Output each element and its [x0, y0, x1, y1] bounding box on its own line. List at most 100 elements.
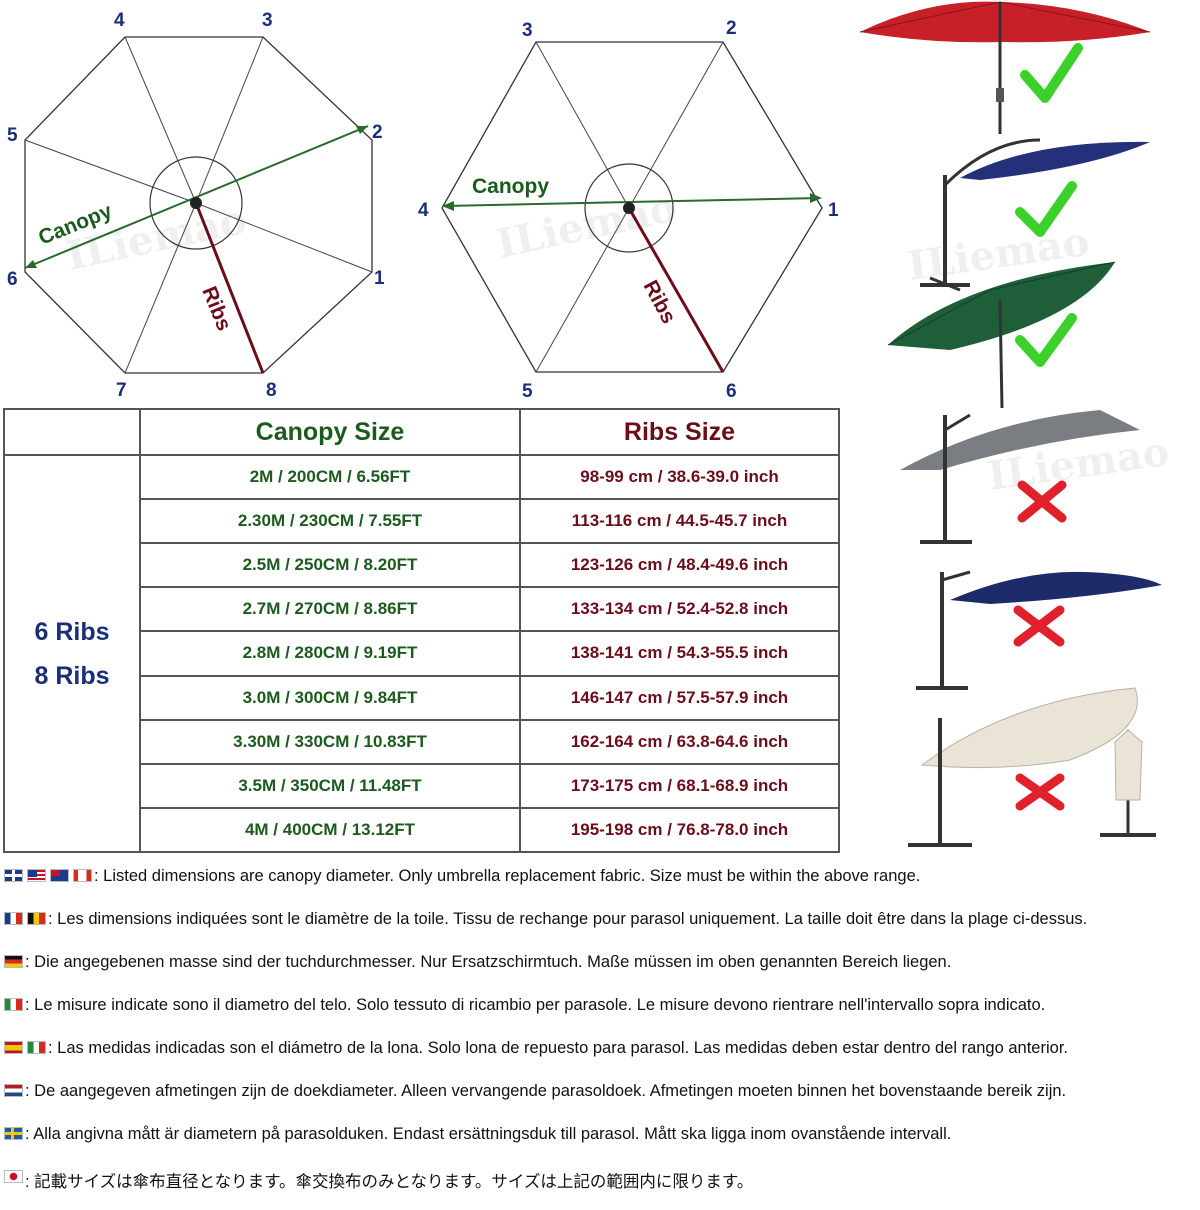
es-flag-icon: [4, 1041, 23, 1054]
flag-group: [4, 998, 23, 1011]
table-row: 3.0M / 300CM / 9.84FT 146-147 cm / 57.5-…: [4, 674, 840, 721]
flag-group: [4, 1041, 46, 1054]
canopy-arrow: [443, 197, 821, 207]
jp-flag-icon: [4, 1170, 23, 1183]
canopy-size-cell: 2M / 200CM / 6.56FT: [139, 453, 521, 501]
blue-cantilever-umbrella-icon: [920, 138, 1150, 292]
octagon-diagram-svg: ILiemao Canopy Ribs 1 2 3 4 5 6 7 8: [7, 10, 385, 401]
canopy-size-cell: 4M / 400CM / 13.12FT: [139, 806, 521, 854]
note-es: : Las medidas indicadas son el diámetro …: [4, 1038, 1200, 1081]
it-flag-icon: [4, 998, 23, 1011]
ribs-size-cell: 146-147 cm / 57.5-57.9 inch: [519, 674, 840, 721]
flag-group: [4, 1084, 23, 1097]
hub-circle: [584, 163, 674, 253]
octagon-ribs: [24, 36, 373, 374]
note-text: : Die angegebenen masse sind der tuchdur…: [25, 953, 952, 971]
canopy-label: Canopy: [472, 175, 549, 198]
canopy-size-cell: 3.30M / 330CM / 10.83FT: [139, 718, 521, 765]
table-row: 3.5M / 350CM / 11.48FT 173-175 cm / 68.1…: [4, 762, 840, 809]
flag-group: [4, 955, 23, 968]
green-tilt-umbrella-icon: [887, 261, 1116, 409]
canopy-arrow-tail: [25, 260, 37, 268]
rib-number: 7: [116, 380, 127, 401]
ribs-size-cell: 113-116 cm / 44.5-45.7 inch: [519, 498, 840, 545]
notes-list: : Listed dimensions are canopy diameter.…: [4, 866, 1200, 1210]
table-body: 6 Ribs 8 Ribs 2M / 200CM / 6.56FT 98-99 …: [3, 453, 840, 854]
note-text: : Listed dimensions are canopy diameter.…: [94, 867, 921, 885]
beige-led-cantilever-icon: [908, 687, 1156, 847]
hexagon-ribs: [535, 41, 724, 373]
rib-number: 2: [372, 122, 383, 143]
au-flag-icon: [50, 869, 69, 882]
check-icon: [1015, 313, 1077, 367]
canopy-size-cell: 3.0M / 300CM / 9.84FT: [139, 674, 521, 721]
gb-flag-icon: [4, 869, 23, 882]
rib-number: 1: [374, 268, 385, 289]
cross-icon: [1013, 605, 1065, 647]
rib-number: 4: [418, 200, 429, 221]
note-text: : De aangegeven afmetingen zijn de doekd…: [25, 1082, 1067, 1100]
compatibility-svg: ILiemao ILiemao: [859, 1, 1172, 847]
red-market-umbrella-icon: [859, 1, 1151, 134]
ribs-size-header: Ribs Size: [519, 408, 840, 456]
us-flag-icon: [27, 869, 46, 882]
note-text: : Las medidas indicadas son el diámetro …: [48, 1039, 1068, 1057]
ribs-arrow: [627, 207, 725, 373]
ribs-size-cell: 133-134 cm / 52.4-52.8 inch: [519, 586, 840, 633]
ribs-size-cell: 162-164 cm / 63.8-64.6 inch: [519, 718, 840, 765]
se-flag-icon: [4, 1127, 23, 1140]
rib-count-6: 6 Ribs: [34, 617, 110, 646]
ribs-size-cell: 98-99 cm / 38.6-39.0 inch: [519, 453, 840, 501]
canopy-size-header: Canopy Size: [139, 408, 521, 456]
note-de: : Die angegebenen masse sind der tuchdur…: [4, 952, 1200, 995]
cross-icon: [1017, 480, 1067, 523]
table-row: 2.5M / 250CM / 8.20FT 123-126 cm / 48.4-…: [4, 542, 840, 589]
flag-group: [4, 912, 46, 925]
hexagon-diagram: ILiemao Canopy Ribs 1 2 3 4 5 6: [410, 0, 850, 405]
nl-flag-icon: [4, 1084, 23, 1097]
rib-number: 6: [7, 269, 18, 290]
rib-count-8: 8 Ribs: [34, 661, 110, 690]
compatibility-column: ILiemao ILiemao: [850, 0, 1200, 860]
hub-circle: [149, 156, 243, 250]
rib-number: 5: [7, 125, 18, 146]
rib-number: 3: [522, 20, 533, 41]
canopy-size-cell: 2.5M / 250CM / 8.20FT: [139, 542, 521, 589]
note-text: : Alla angivna mått är diametern på para…: [25, 1125, 952, 1143]
table-row: 4M / 400CM / 13.12FT 195-198 cm / 76.8-7…: [4, 806, 840, 854]
canopy-size-cell: 2.8M / 280CM / 9.19FT: [139, 630, 521, 677]
rib-number: 6: [726, 381, 737, 402]
note-nl: : De aangegeven afmetingen zijn de doekd…: [4, 1081, 1200, 1124]
note-text: : Les dimensions indiquées sont le diamè…: [48, 910, 1088, 928]
check-icon: [1020, 43, 1083, 103]
note-en: : Listed dimensions are canopy diameter.…: [4, 866, 1200, 909]
octagon-diagram: ILiemao Canopy Ribs 1 2 3 4 5 6 7 8: [0, 0, 400, 405]
table-row: 6 Ribs 8 Ribs 2M / 200CM / 6.56FT 98-99 …: [3, 453, 840, 853]
table-row: 2.8M / 280CM / 9.19FT 138-141 cm / 54.3-…: [4, 630, 840, 677]
fr-flag-icon: [4, 912, 23, 925]
canopy-size-cell: 2.7M / 270CM / 8.86FT: [139, 586, 521, 633]
note-text: : 記載サイズは傘布直径となります。傘交換布のみとなります。サイズは上記の範囲内…: [25, 1173, 754, 1191]
de-flag-icon: [4, 955, 23, 968]
canopy-size-cell: 3.5M / 350CM / 11.48FT: [139, 762, 521, 809]
ca-flag-icon: [73, 869, 92, 882]
note-fr: : Les dimensions indiquées sont le diamè…: [4, 909, 1200, 952]
flag-group: [4, 869, 92, 882]
grey-square-cantilever-icon: [900, 410, 1140, 544]
hub-dot: [190, 197, 202, 209]
table-row: 2.7M / 270CM / 8.86FT 133-134 cm / 52.4-…: [4, 586, 840, 633]
ribs-size-cell: 123-126 cm / 48.4-49.6 inch: [519, 542, 840, 589]
canopy-arrow-head: [810, 193, 822, 203]
canopy-size-cell: 2.30M / 230CM / 7.55FT: [139, 498, 521, 545]
cross-icon: [1015, 773, 1065, 811]
flag-group: [4, 1170, 23, 1183]
ribs-size-cell: 173-175 cm / 68.1-68.9 inch: [519, 762, 840, 809]
note-text: : Le misure indicate sono il diametro de…: [25, 996, 1046, 1014]
mx-flag-icon: [27, 1041, 46, 1054]
rib-number: 1: [828, 200, 839, 221]
note-jp: : 記載サイズは傘布直径となります。傘交換布のみとなります。サイズは上記の範囲内…: [4, 1167, 1200, 1210]
rib-count-cell: 6 Ribs 8 Ribs: [3, 454, 141, 853]
table-header-row: Canopy Size Ribs Size: [3, 408, 840, 456]
table-row: 3.30M / 330CM / 10.83FT 162-164 cm / 63.…: [4, 718, 840, 765]
canopy-arrow-head: [356, 126, 368, 134]
